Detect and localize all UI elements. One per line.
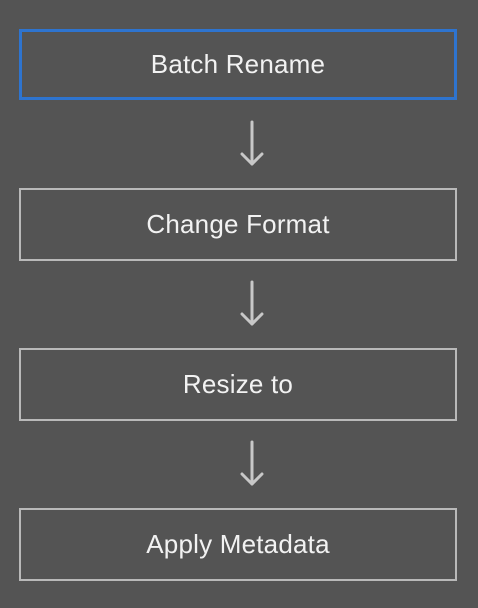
step-label: Apply Metadata bbox=[146, 529, 330, 559]
arrow-down-icon bbox=[240, 440, 264, 486]
arrow-down-icon bbox=[240, 120, 264, 166]
step-apply-metadata[interactable]: Apply Metadata bbox=[19, 508, 457, 581]
step-resize-to[interactable]: Resize to bbox=[19, 348, 457, 421]
step-change-format[interactable]: Change Format bbox=[19, 188, 457, 261]
step-label: Change Format bbox=[146, 209, 330, 239]
arrow-down-icon bbox=[240, 280, 264, 326]
step-batch-rename[interactable]: Batch Rename bbox=[19, 29, 457, 100]
step-label: Batch Rename bbox=[150, 49, 326, 79]
step-label: Resize to bbox=[182, 369, 294, 399]
